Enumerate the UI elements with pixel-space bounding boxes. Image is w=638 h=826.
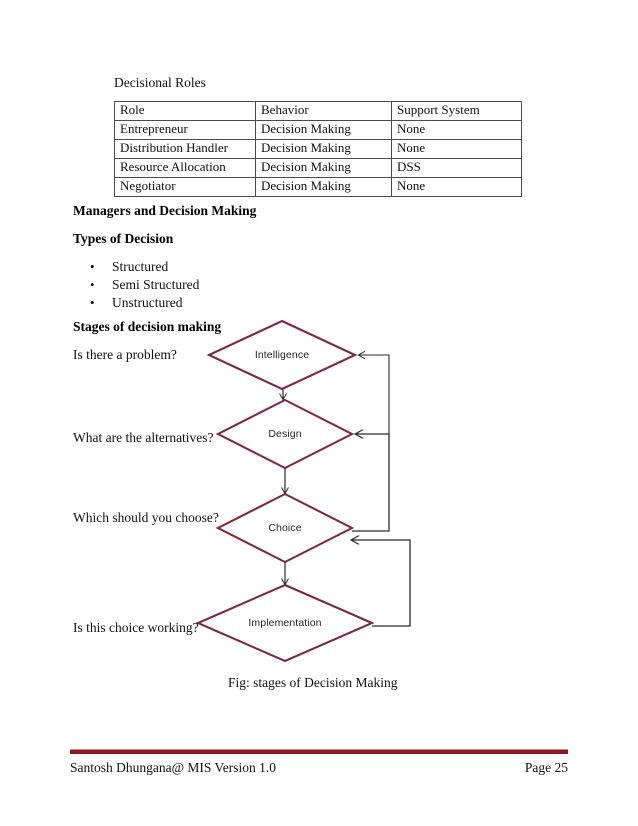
footer-divider [70, 749, 568, 754]
list-item-label: Structured [112, 259, 169, 274]
table-cell: None [391, 139, 522, 159]
table-header-cell: Support System [391, 101, 522, 121]
table-row: Negotiator Decision Making None [114, 177, 522, 197]
table-header-cell: Role [114, 101, 256, 121]
question-which-should-you-choose: Which should you choose? [73, 510, 219, 525]
feedback-choice-to-design [352, 434, 390, 532]
question-what-are-the-alternatives: What are the alternatives? [73, 430, 214, 445]
table-cell: Decision Making [255, 158, 392, 178]
table-cell: Distribution Handler [114, 139, 256, 159]
decisional-roles-table: Role Behavior Support System Entrepreneu… [114, 101, 522, 197]
table-cell: Resource Allocation [114, 158, 256, 178]
table-cell: Negotiator [114, 177, 256, 197]
list-item-label: Semi Structured [112, 277, 200, 292]
list-item-label: Unstructured [112, 295, 183, 310]
table-header-row: Role Behavior Support System [114, 101, 522, 121]
types-of-decision-list: • Structured • Semi Structured • Unstruc… [86, 258, 199, 312]
table-cell: None [391, 120, 522, 140]
table-row: Distribution Handler Decision Making Non… [114, 139, 522, 159]
flow-node-label-choice: Choice [268, 522, 302, 534]
bullet-icon: • [90, 259, 95, 274]
heading-managers-and-decision-making: Managers and Decision Making [73, 203, 257, 218]
flow-node-label-implementation: Implementation [248, 617, 322, 629]
question-is-this-choice-working: Is this choice working? [73, 620, 199, 635]
heading-stages-of-decision-making: Stages of decision making [73, 319, 222, 334]
question-is-there-a-problem: Is there a problem? [73, 347, 177, 362]
table-cell: Decision Making [255, 139, 392, 159]
bullet-icon: • [90, 277, 95, 292]
flow-node-label-intelligence: Intelligence [254, 349, 310, 361]
feedback-choice-to-intelligence [359, 355, 390, 434]
table-cell: Decision Making [255, 120, 392, 140]
table-header-cell: Behavior [255, 101, 392, 121]
table-cell: None [391, 177, 522, 197]
table-cell: Decision Making [255, 177, 392, 197]
table-cell: Entrepreneur [114, 120, 256, 140]
feedback-implementation-to-choice [352, 540, 411, 627]
table-row: Entrepreneur Decision Making None [114, 120, 522, 140]
bullet-icon: • [90, 295, 95, 310]
heading-types-of-decision: Types of Decision [73, 231, 174, 246]
list-item: • Semi Structured [86, 276, 199, 294]
footer-author-text: Santosh Dhungana@ MIS Version 1.0 [70, 760, 277, 775]
list-item: • Unstructured [86, 294, 199, 312]
list-item: • Structured [86, 258, 199, 276]
section-label: Decisional Roles [114, 75, 206, 90]
figure-caption: Fig: stages of Decision Making [228, 675, 398, 690]
footer-page-number: Page 25 [524, 760, 568, 775]
table-row: Resource Allocation Decision Making DSS [114, 158, 522, 178]
table-cell: DSS [391, 158, 522, 178]
flow-node-label-design: Design [268, 428, 302, 440]
